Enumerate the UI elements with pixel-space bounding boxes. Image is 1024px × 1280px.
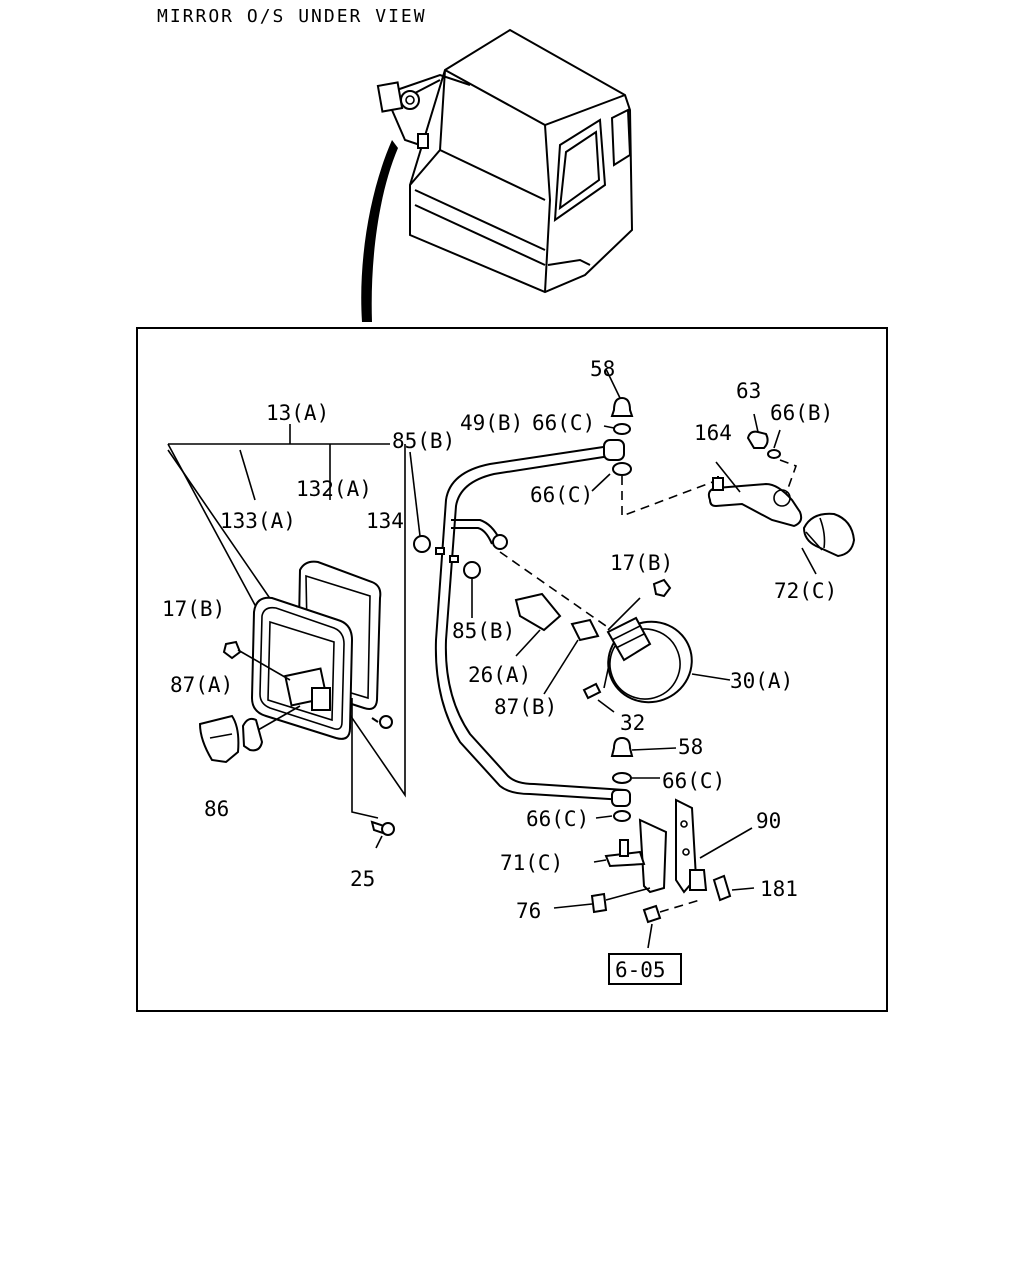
top-hardware xyxy=(591,368,719,518)
callout-49b: 49(B) xyxy=(460,411,523,435)
callout-72c: 72(C) xyxy=(774,579,837,603)
detail-frame xyxy=(136,327,888,1012)
lower-bracket xyxy=(553,736,755,949)
callout-25: 25 xyxy=(350,867,375,891)
diagram-title: MIRROR O/S UNDER VIEW xyxy=(157,6,427,27)
callout-13a: 13(A) xyxy=(266,401,329,425)
callout-66c-d: 66(C) xyxy=(526,807,589,831)
callout-labels: 58 49(B) 66(C) 66(C) 63 66(B) 164 13(A) … xyxy=(162,357,837,923)
callout-86: 86 xyxy=(204,797,229,821)
mirror-stay xyxy=(409,439,631,807)
reference-box[interactable]: 6-05 xyxy=(608,953,682,985)
truck-cab-illustration xyxy=(361,28,634,322)
callout-132a: 132(A) xyxy=(296,477,372,501)
callout-133a: 133(A) xyxy=(220,509,296,533)
callout-58-bottom: 58 xyxy=(678,735,703,759)
mirror-head-assembly xyxy=(167,424,406,849)
callout-66c-c: 66(C) xyxy=(662,769,725,793)
callout-26a: 26(A) xyxy=(468,663,531,687)
callout-66c-a: 66(C) xyxy=(532,411,595,435)
callout-32: 32 xyxy=(620,711,645,735)
under-view-mirror xyxy=(499,551,731,713)
callout-17b-b: 17(B) xyxy=(610,551,673,575)
callout-87a: 87(A) xyxy=(170,673,233,697)
callout-66b: 66(B) xyxy=(770,401,833,425)
callout-87b: 87(B) xyxy=(494,695,557,719)
callout-66c-b: 66(C) xyxy=(530,483,593,507)
callout-17b-a: 17(B) xyxy=(162,597,225,621)
mirror-arm xyxy=(707,413,856,575)
callout-30a: 30(A) xyxy=(730,669,793,693)
callout-90: 90 xyxy=(756,809,781,833)
callout-58-top: 58 xyxy=(590,357,615,381)
callout-71c: 71(C) xyxy=(500,851,563,875)
callout-76: 76 xyxy=(516,899,541,923)
callout-63: 63 xyxy=(736,379,761,403)
callout-164: 164 xyxy=(694,421,732,445)
callout-85b-b: 85(B) xyxy=(452,619,515,643)
callout-85b-a: 85(B) xyxy=(392,429,455,453)
callout-181: 181 xyxy=(760,877,798,901)
reference-label: 6-05 xyxy=(615,958,666,982)
callout-134: 134 xyxy=(366,509,404,533)
